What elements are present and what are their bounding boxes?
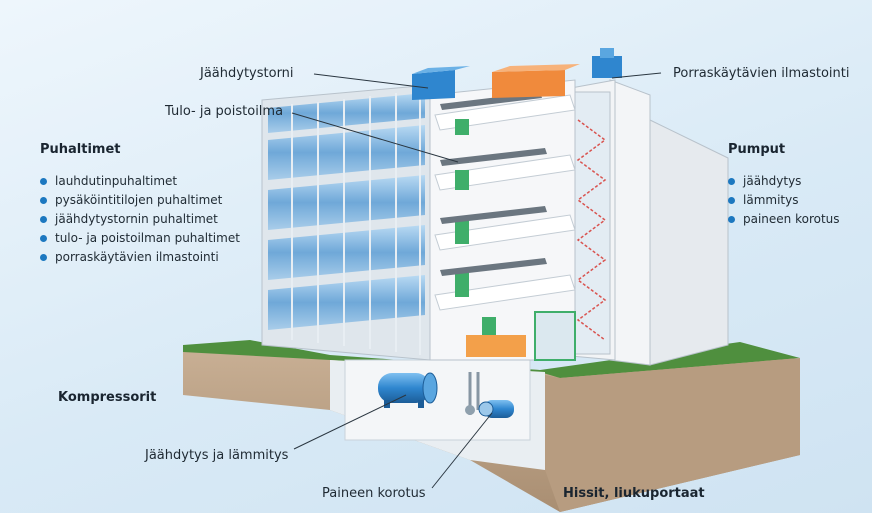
bullet-icon	[40, 178, 47, 185]
bullet-icon	[40, 235, 47, 242]
leader-lines	[291, 72, 662, 489]
bullet-icon	[40, 254, 47, 261]
list-item: tulo- ja poistoilman puhaltimet	[40, 229, 240, 248]
bullet-icon	[728, 216, 735, 223]
label-pressure-boosting: Paineen korotus	[322, 486, 426, 501]
label-elevators-escalators: Hissit, liukuportaat	[563, 486, 705, 501]
list-item: lauhdutinpuhaltimet	[40, 172, 240, 191]
list-item: jäähdytystornin puhaltimet	[40, 210, 240, 229]
bullet-icon	[728, 197, 735, 204]
pumps-list: jäähdytys lämmitys paineen korotus	[728, 172, 840, 229]
bullet-icon	[40, 197, 47, 204]
list-item: porraskäytävien ilmastointi	[40, 248, 240, 267]
fans-list: lauhdutinpuhaltimet pysäköintitilojen pu…	[40, 172, 240, 267]
label-cooling-heating: Jäähdytys ja lämmitys	[145, 448, 289, 463]
pumps-heading: Pumput	[728, 142, 786, 157]
pump-unit	[465, 400, 514, 418]
list-item: paineen korotus	[728, 210, 840, 229]
label-supply-exhaust-air: Tulo- ja poistoilma	[165, 104, 284, 119]
label-cooling-tower: Jäähdytystorni	[200, 66, 294, 81]
bullet-icon	[40, 216, 47, 223]
list-item: lämmitys	[728, 191, 840, 210]
rear-block	[609, 79, 729, 366]
label-stairwell-ventilation: Porraskäytävien ilmastointi	[673, 66, 850, 81]
compressor-tank	[378, 372, 438, 408]
label-compressors: Kompressorit	[58, 390, 157, 405]
list-item: pysäköintitilojen puhaltimet	[40, 191, 240, 210]
fans-heading: Puhaltimet	[40, 142, 121, 157]
bullet-icon	[728, 178, 735, 185]
front-facade	[261, 84, 431, 361]
rooftop-units	[412, 48, 622, 100]
list-item: jäähdytys	[728, 172, 840, 191]
